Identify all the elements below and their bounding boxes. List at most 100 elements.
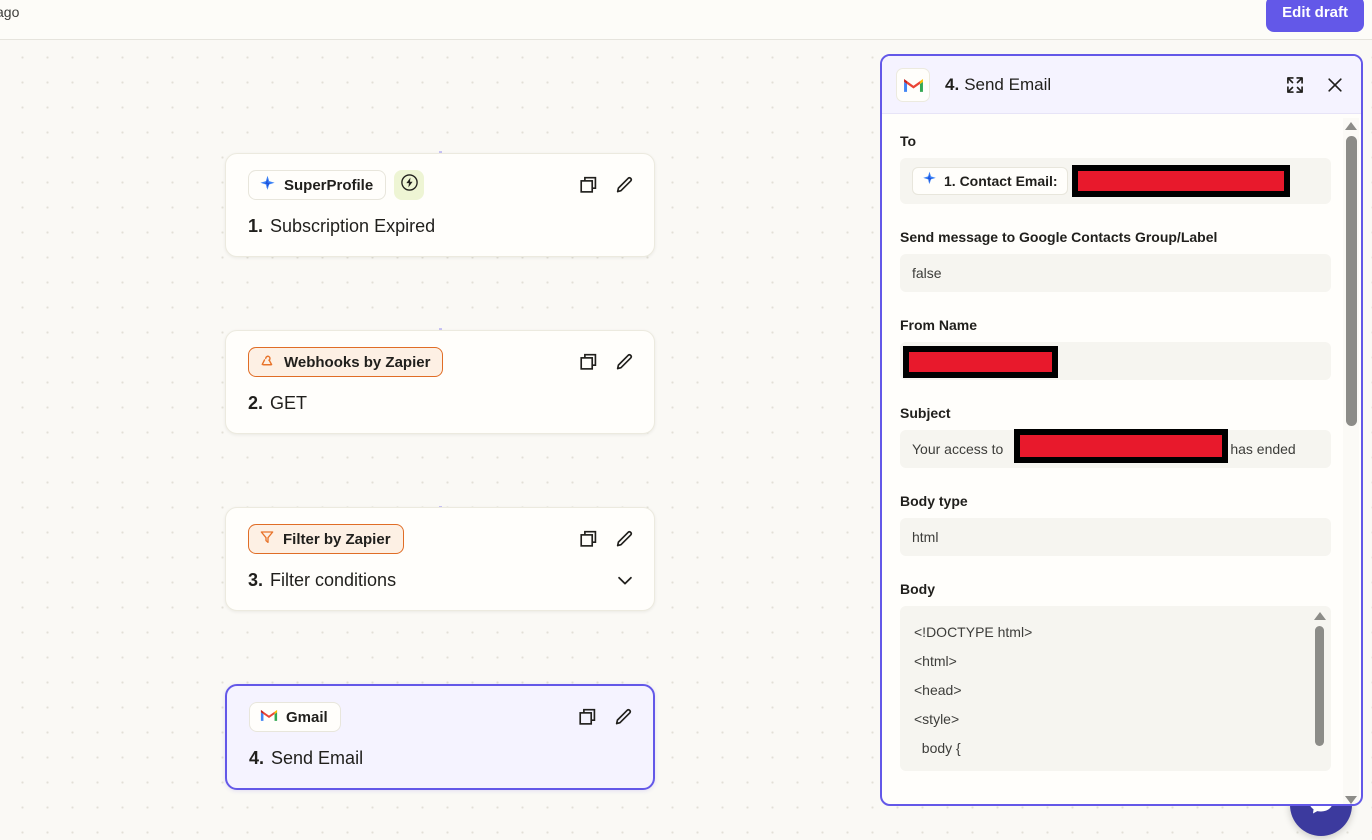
copy-icon[interactable] — [578, 174, 600, 196]
token-chip-label: 1. Contact Email: — [944, 173, 1058, 189]
node-header-row: Filter by Zapier — [248, 524, 636, 554]
subject-text-after: has ended — [1230, 441, 1296, 457]
body-type-input[interactable]: html — [900, 518, 1331, 556]
node-actions — [578, 351, 636, 373]
filter-funnel-icon — [259, 529, 275, 549]
subject-input[interactable]: Your access to has ended — [900, 429, 1331, 468]
panel-header-actions — [1285, 75, 1345, 95]
top-bar: ago Edit draft — [0, 0, 1372, 40]
body-scrollbar[interactable] — [1313, 612, 1327, 767]
scroll-up-arrow-icon[interactable] — [1345, 122, 1357, 130]
node-title-text: GET — [270, 393, 308, 413]
code-line: <html> — [914, 653, 957, 669]
workflow-node-4[interactable]: Gmail 4. — [225, 684, 655, 790]
node-title-row: 1. Subscription Expired — [248, 214, 636, 238]
edit-pencil-icon[interactable] — [613, 706, 635, 728]
redacted-value — [903, 346, 1058, 378]
panel-title-text: Send Email — [964, 74, 1052, 94]
gmail-icon — [260, 708, 278, 726]
panel-step-number: 4. — [945, 74, 960, 94]
field-value-text: false — [912, 265, 942, 281]
body-code-input[interactable]: <!DOCTYPE html> <html> <head> <style> bo… — [900, 606, 1331, 771]
field-label: Send message to Google Contacts Group/La… — [900, 229, 1218, 245]
panel-body[interactable]: To 1. Contact Email: — [882, 114, 1361, 804]
field-label: To — [900, 133, 917, 149]
field-label: Body type — [900, 493, 968, 509]
copy-icon[interactable] — [577, 706, 599, 728]
field-body-type: Body type html — [900, 492, 1331, 556]
gmail-icon — [896, 67, 930, 102]
field-value-text: html — [912, 529, 939, 545]
send-to-group-input[interactable]: false — [900, 254, 1331, 292]
code-line: <style> — [914, 711, 960, 727]
app-chip-label: SuperProfile — [284, 176, 374, 194]
copy-icon[interactable] — [578, 351, 600, 373]
scroll-up-arrow-icon[interactable] — [1314, 612, 1326, 620]
field-body: Body <!DOCTYPE html> <html> <head> <styl… — [900, 580, 1331, 771]
node-step-number: 4. — [249, 748, 265, 768]
edit-draft-button[interactable]: Edit draft — [1266, 0, 1364, 32]
app-chip-gmail[interactable]: Gmail — [249, 702, 341, 732]
panel-scrollbar[interactable] — [1343, 118, 1359, 804]
code-line: body { — [914, 740, 961, 756]
workflow-node-1[interactable]: SuperProfile — [225, 153, 655, 257]
node-title-text: Subscription Expired — [270, 216, 436, 236]
node-step-number: 3. — [248, 570, 264, 590]
app-chip-filter[interactable]: Filter by Zapier — [248, 524, 404, 554]
field-from-name: From Name — [900, 316, 1331, 380]
scrollbar-thumb[interactable] — [1315, 626, 1324, 746]
lightning-bolt-circle-icon — [400, 173, 419, 197]
panel-header: 4.Send Email — [882, 56, 1361, 114]
field-to: To 1. Contact Email: — [900, 132, 1331, 204]
close-x-icon[interactable] — [1325, 75, 1345, 95]
redacted-value — [1014, 429, 1228, 463]
field-subject: Subject Your access to has ended — [900, 404, 1331, 468]
expand-fullscreen-icon[interactable] — [1285, 75, 1305, 95]
node-header-row: Gmail — [249, 702, 635, 732]
scroll-down-arrow-icon[interactable] — [1345, 796, 1357, 804]
last-edited-text: ago — [0, 4, 20, 20]
app-chip-label: Webhooks by Zapier — [284, 353, 431, 371]
node-actions — [577, 706, 635, 728]
code-line: <!DOCTYPE html> — [914, 624, 1033, 640]
node-step-number: 1. — [248, 216, 264, 236]
webhook-icon — [259, 352, 276, 373]
scrollbar-thumb[interactable] — [1345, 136, 1357, 426]
node-step-number: 2. — [248, 393, 264, 413]
subject-text-before: Your access to — [912, 441, 1004, 457]
node-title-row: 2. GET — [248, 391, 636, 415]
field-label: Body — [900, 581, 935, 597]
field-send-to-group: Send message to Google Contacts Group/La… — [900, 228, 1331, 292]
app-chip-superprofile[interactable]: SuperProfile — [248, 170, 387, 200]
workflow-node-2[interactable]: Webhooks by Zapier — [225, 330, 655, 434]
copy-icon[interactable] — [578, 528, 600, 550]
node-title-text: Send Email — [271, 748, 364, 768]
node-header-row: SuperProfile — [248, 170, 636, 200]
to-input[interactable]: 1. Contact Email: — [900, 158, 1331, 204]
app-chip-label: Filter by Zapier — [283, 530, 391, 548]
redacted-value — [1072, 165, 1290, 197]
edit-pencil-icon[interactable] — [614, 174, 636, 196]
edit-pencil-icon[interactable] — [614, 528, 636, 550]
app-chip-webhooks[interactable]: Webhooks by Zapier — [248, 347, 444, 377]
step-detail-panel: 4.Send Email — [880, 54, 1363, 806]
app-chip-label: Gmail — [286, 708, 328, 726]
trigger-badge — [394, 170, 425, 200]
workflow-node-3[interactable]: Filter by Zapier — [225, 507, 655, 611]
code-line: <head> — [914, 682, 962, 698]
node-header-row: Webhooks by Zapier — [248, 347, 636, 377]
panel-title: 4.Send Email — [945, 75, 1051, 95]
node-title-row: 4. Send Email — [249, 746, 635, 770]
node-title-row: 3. Filter conditions — [248, 568, 636, 592]
superprofile-sparkle-icon — [922, 171, 937, 191]
node-actions — [578, 528, 636, 550]
token-chip-contact-email[interactable]: 1. Contact Email: — [912, 167, 1068, 195]
node-actions — [578, 174, 636, 196]
chevron-down-icon[interactable] — [614, 569, 636, 591]
edit-pencil-icon[interactable] — [614, 351, 636, 373]
from-name-input[interactable] — [900, 342, 1331, 380]
superprofile-sparkle-icon — [259, 175, 276, 196]
field-label: From Name — [900, 317, 978, 333]
node-title-text: Filter conditions — [270, 570, 397, 590]
